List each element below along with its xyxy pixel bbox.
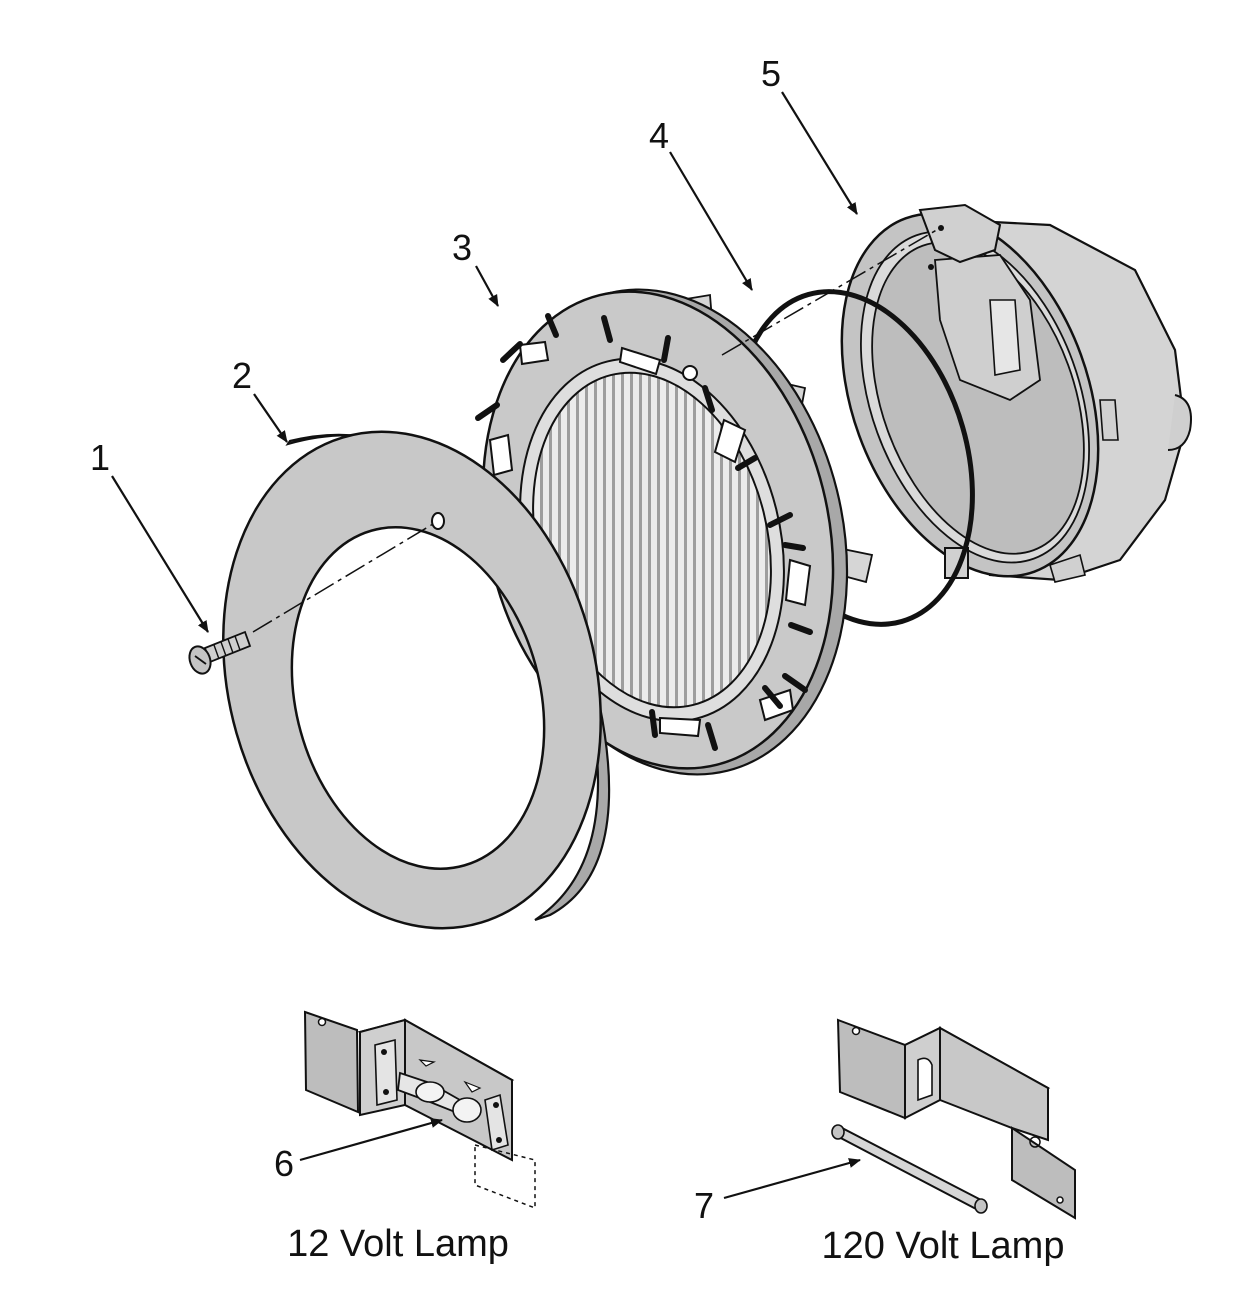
callout-5: 5	[761, 53, 781, 94]
callout-7: 7	[694, 1185, 714, 1226]
callout-1: 1	[90, 437, 110, 478]
screw	[188, 630, 252, 675]
callout-6: 6	[274, 1143, 294, 1184]
caption-12v-lamp: 12 Volt Lamp	[287, 1223, 509, 1265]
callout-3: 3	[452, 227, 472, 268]
callout-numbers: 1 2 3 4 5 6 7	[90, 53, 781, 1226]
callout-2: 2	[232, 355, 252, 396]
lamp-120v-assembly	[831, 1018, 1076, 1220]
lamp-12v-assembly	[303, 1010, 536, 1210]
alignment-lines	[252, 227, 941, 633]
caption-120v-lamp: 120 Volt Lamp	[822, 1225, 1065, 1267]
leader-lines	[111, 91, 861, 1200]
lens-face-ring	[475, 288, 874, 776]
callout-4: 4	[649, 115, 669, 156]
housing-niche	[840, 203, 1192, 583]
trim-ring	[222, 430, 611, 930]
